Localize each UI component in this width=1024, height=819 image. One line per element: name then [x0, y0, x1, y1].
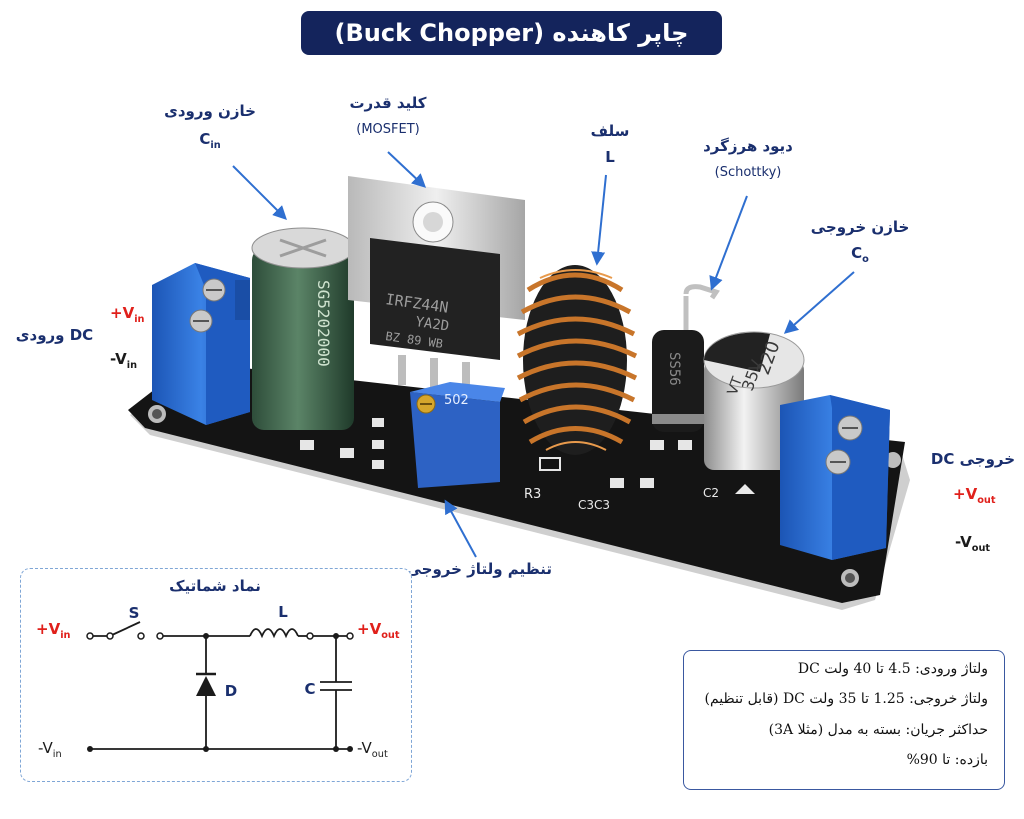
label-schottky: (Schottky)	[714, 165, 782, 180]
mosfet: IRFZ44N YA2D BZ 89 WB	[348, 176, 525, 392]
pot-code: 502	[444, 393, 469, 408]
arrow-inductor	[591, 174, 607, 266]
schematic-vout-minus: -Vout	[357, 739, 388, 760]
label-l-symbol: L	[605, 148, 615, 166]
inductor	[516, 265, 638, 455]
output-capacitor: 220 35V VT	[703, 331, 805, 470]
diode-symbol	[196, 672, 216, 696]
svg-text:SG5202000: SG5202000	[314, 280, 333, 367]
arrow-pot	[444, 499, 477, 558]
spec-efficiency: بازده: تا 90%	[906, 752, 988, 768]
arrow-mosfet	[387, 151, 427, 188]
label-output-capacitor: خازن خروجی	[810, 218, 910, 236]
mosfet-marking-2: YA2D	[414, 314, 450, 335]
cap-marking-3: VT	[725, 374, 746, 397]
specs-panel: ولتاژ ورودی: 4.5 تا 40 ولت DC ولتاژ خروج…	[683, 650, 1005, 790]
label-inductor: سلف	[590, 122, 630, 140]
schematic-inductor-label: L	[278, 603, 288, 621]
switch-blade	[111, 621, 141, 636]
schematic-cap-label: C	[304, 680, 316, 698]
silk-r3: R3	[524, 487, 541, 502]
silk-c2: C2	[703, 486, 719, 500]
spec-output-voltage: ولتاژ خروجی: 1.25 تا 35 ولت DC (قابل تنظ…	[704, 691, 988, 707]
input-terminal-block	[152, 263, 250, 425]
schematic-vout-plus: +Vout	[357, 620, 400, 641]
label-power-switch: کلید قدرت	[349, 94, 427, 112]
label-mosfet: (MOSFET)	[356, 122, 420, 137]
arrow-cin	[232, 165, 287, 220]
diode-code: SS56	[666, 352, 682, 386]
spec-max-current: حداکثر جریان: بسته به مدل (مثلا 3A)	[768, 722, 988, 738]
callout-arrows	[232, 151, 855, 558]
spec-input-voltage: ولتاژ ورودی: 4.5 تا 40 ولت DC	[797, 661, 988, 677]
schematic-vin-minus: -Vin	[38, 739, 62, 760]
label-vin-minus: -Vin	[110, 350, 138, 371]
schematic-vin-plus: +Vin	[36, 620, 71, 641]
arrow-diode	[709, 195, 748, 291]
schematic-title: نماد شماتیک	[169, 577, 261, 595]
schematic-diode-label: D	[224, 682, 238, 700]
mount-hole	[885, 452, 901, 468]
schematic-switch-label: S	[128, 604, 140, 622]
label-vout-plus: +Vout	[953, 485, 996, 506]
schottky-diode: SS56	[652, 284, 720, 432]
schematic-diagram	[86, 621, 354, 752]
label-input-capacitor: خازن ورودی	[164, 102, 256, 120]
label-output-voltage-adjust: تنظیم ولتاژ خروجی	[406, 560, 553, 578]
label-cin-symbol: Cin	[199, 130, 221, 151]
label-vout-minus: -Vout	[955, 533, 991, 554]
label-dc-output: خروجی DC	[930, 450, 1016, 468]
input-capacitor: SG5202000	[251, 227, 355, 430]
page-title: چاپر کاهنده (Buck Chopper)	[301, 11, 722, 55]
arrow-cout	[783, 271, 855, 334]
label-co-symbol: Co	[851, 244, 869, 265]
label-freewheel-diode: دیود هرزگرد	[703, 137, 793, 155]
potentiometer: 502	[410, 382, 505, 488]
inductor-symbol	[249, 628, 299, 639]
output-terminal-block	[780, 395, 890, 560]
label-vin-plus: +Vin	[110, 304, 145, 325]
label-dc-input: DC ورودی	[15, 326, 94, 344]
silk-c3: C3C3	[578, 498, 610, 512]
